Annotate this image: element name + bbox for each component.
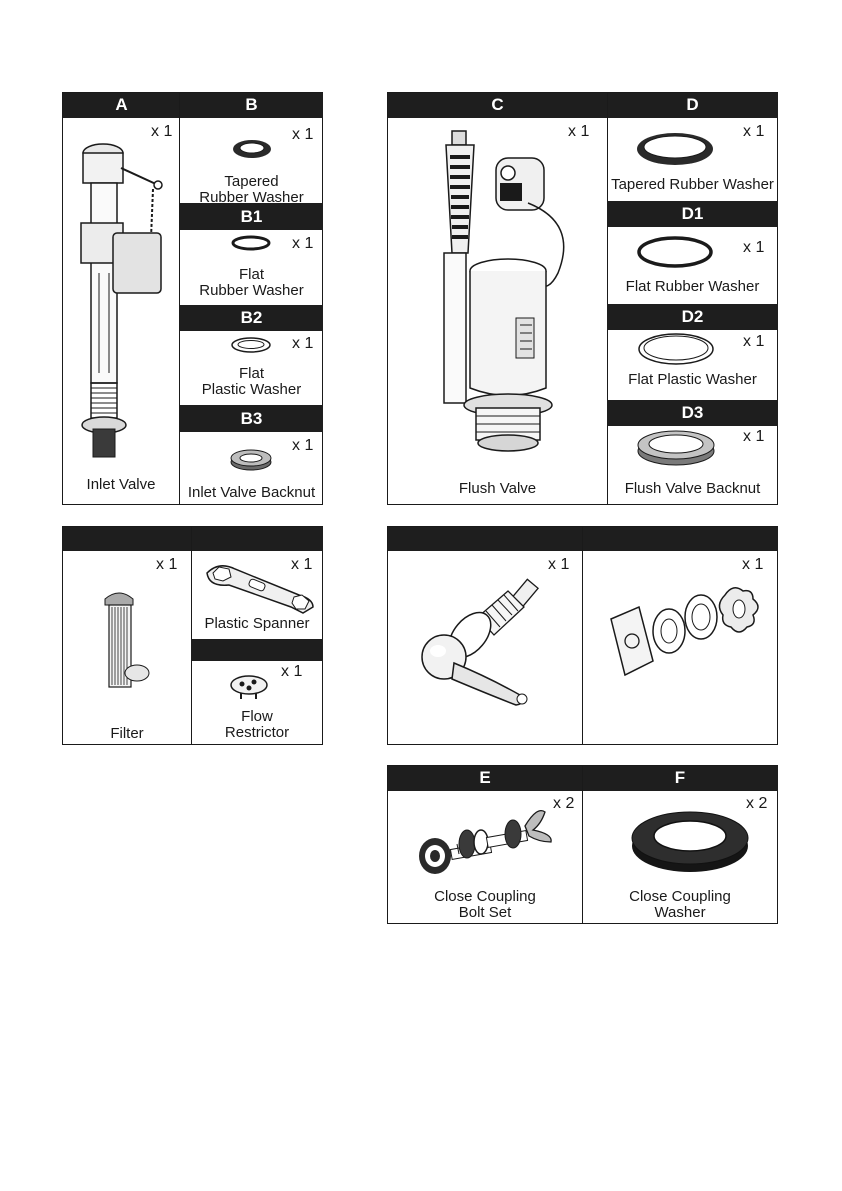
flush-valve-illustration — [443, 130, 565, 452]
flow-restrictor-icon — [230, 675, 268, 699]
restrictor-quantity: x 1 — [281, 663, 303, 680]
e-quantity: x 2 — [553, 795, 575, 812]
tapered-rubber-washer-large-icon — [637, 133, 713, 165]
divider — [191, 527, 192, 744]
spanner-label: Plastic Spanner — [204, 615, 310, 632]
header-d3: D3 — [607, 400, 778, 426]
header-a: A — [63, 93, 180, 118]
d1-quantity: x 1 — [743, 239, 765, 256]
d2-quantity: x 1 — [743, 333, 765, 350]
flush-lever-icon — [421, 578, 539, 706]
flush-valve-backnut-icon — [637, 430, 715, 466]
inlet-valve-backnut-icon — [230, 449, 272, 471]
lever-quantity: x 1 — [548, 556, 570, 573]
filter-icon — [104, 592, 150, 688]
divider — [582, 766, 583, 923]
header-b2: B2 — [180, 305, 323, 331]
filter-quantity: x 1 — [156, 556, 178, 573]
f-label-line1: Close Coupling — [629, 888, 731, 905]
b2-label-line2: Plastic Washer — [201, 381, 302, 398]
spanner-quantity: x 1 — [291, 556, 313, 573]
b-label-line1: Tapered — [224, 173, 279, 190]
flat-plastic-washer-icon — [231, 337, 271, 353]
d1-label: Flat Rubber Washer — [625, 278, 760, 295]
b2-label-line1: Flat — [238, 365, 264, 382]
f-quantity: x 2 — [746, 795, 768, 812]
panel-inlet-valve: A B x 1 Inlet Valve x 1 Tapered Rubber W… — [62, 92, 323, 505]
divider — [179, 93, 180, 504]
filter-label: Filter — [110, 725, 144, 742]
b-label-line2: Rubber Washer — [199, 189, 304, 206]
header-restrictor-blank — [191, 639, 323, 661]
restrictor-label-line1: Flow — [241, 708, 273, 725]
inlet-valve-illustration — [80, 143, 163, 458]
plastic-spanner-icon — [206, 565, 314, 614]
flat-rubber-washer-icon — [231, 235, 271, 251]
a-label: Inlet Valve — [86, 476, 156, 493]
b3-quantity: x 1 — [292, 437, 314, 454]
d3-quantity: x 1 — [743, 428, 765, 445]
divider — [607, 93, 608, 504]
b1-label-line2: Rubber Washer — [199, 282, 304, 299]
d-quantity: x 1 — [743, 123, 765, 140]
b-quantity: x 1 — [292, 126, 314, 143]
header-b1: B1 — [180, 203, 323, 230]
fixing-quantity: x 1 — [742, 556, 764, 573]
flat-rubber-washer-large-icon — [637, 236, 713, 268]
e-label-line1: Close Coupling — [434, 888, 536, 905]
b1-quantity: x 1 — [292, 235, 314, 252]
panel-flush-valve: C D x 1 Flush Valve x 1 Tapered Rubbe — [387, 92, 778, 505]
e-label-line2: Bolt Set — [458, 904, 512, 921]
header-c: C — [388, 93, 607, 118]
header-b3: B3 — [180, 405, 323, 432]
header-lever-blank — [388, 527, 778, 551]
d3-label: Flush Valve Backnut — [624, 480, 761, 497]
f-label-line2: Washer — [654, 904, 706, 921]
a-quantity: x 1 — [151, 123, 173, 140]
panel-filter: x 1 Filter x 1 Plastic Spanner x 1 Flow … — [62, 526, 323, 745]
b3-label: Inlet Valve Backnut — [187, 484, 316, 501]
d-label: Tapered Rubber Washer — [611, 176, 774, 193]
panel-lever: x 1 x 1 — [387, 526, 778, 745]
tapered-rubber-washer-icon — [233, 140, 271, 158]
c-quantity: x 1 — [568, 123, 590, 140]
header-f: F — [582, 766, 778, 791]
header-filter-blank — [63, 527, 323, 551]
b1-label-line1: Flat — [238, 266, 264, 283]
bolt-set-icon — [419, 809, 552, 874]
panel-close-coupling: E F x 2 Close Coupling Bolt Set x 2 Clos… — [387, 765, 778, 924]
lever-fixing-kit-icon — [610, 587, 759, 677]
header-e: E — [388, 766, 582, 791]
restrictor-label-line2: Restrictor — [224, 724, 290, 741]
header-d2: D2 — [607, 304, 778, 330]
header-d: D — [607, 93, 778, 118]
d2-label: Flat Plastic Washer — [628, 371, 757, 388]
b2-quantity: x 1 — [292, 335, 314, 352]
coupling-washer-icon — [631, 811, 749, 872]
divider — [582, 527, 583, 744]
flat-plastic-washer-large-icon — [638, 333, 714, 365]
header-d1: D1 — [607, 201, 778, 227]
header-b: B — [180, 93, 323, 118]
c-label: Flush Valve — [458, 480, 537, 497]
